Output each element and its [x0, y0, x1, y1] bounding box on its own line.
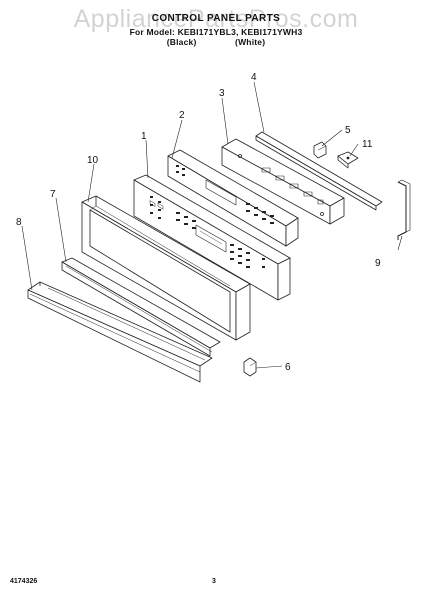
page-number: 3 — [212, 578, 216, 585]
part-number-code: 4174326 — [10, 578, 38, 585]
part-7-lower-strip — [61, 257, 221, 357]
callout-3: 3 — [219, 88, 225, 99]
finish-white: (White) — [235, 37, 266, 47]
finish-line: (Black) (White) — [0, 37, 432, 47]
callout-7: 7 — [50, 189, 56, 200]
part-11-switch — [337, 151, 359, 169]
model-line: For Model: KEBI171YBL3, KEBI171YWH3 — [129, 27, 303, 37]
callout-1: 1 — [141, 131, 147, 142]
part-1-control-glass — [133, 174, 291, 301]
callout-5: 5 — [345, 125, 351, 136]
part-4-rail — [255, 131, 383, 211]
leader-lines — [21, 81, 403, 369]
part-2-overlay — [167, 149, 299, 247]
part-5-clip — [313, 141, 327, 159]
part-9-bracket — [397, 179, 411, 240]
part-8-trim-strip — [27, 281, 213, 383]
callout-10: 10 — [87, 155, 99, 166]
finish-black: (Black) — [166, 37, 197, 47]
callout-11: 11 — [362, 139, 373, 150]
callout-6: 6 — [285, 362, 291, 373]
part-3-board-housing — [221, 138, 345, 225]
callout-2: 2 — [179, 110, 185, 121]
part-6-end-cap — [243, 357, 257, 377]
page-title: CONTROL PANEL PARTS — [151, 13, 281, 24]
callout-4: 4 — [251, 72, 257, 83]
callout-8: 8 — [16, 217, 22, 228]
part-10-frame — [81, 195, 251, 341]
callout-9: 9 — [375, 258, 381, 269]
callout-numbers: 1 2 3 4 5 6 7 8 9 10 11 — [16, 72, 381, 373]
